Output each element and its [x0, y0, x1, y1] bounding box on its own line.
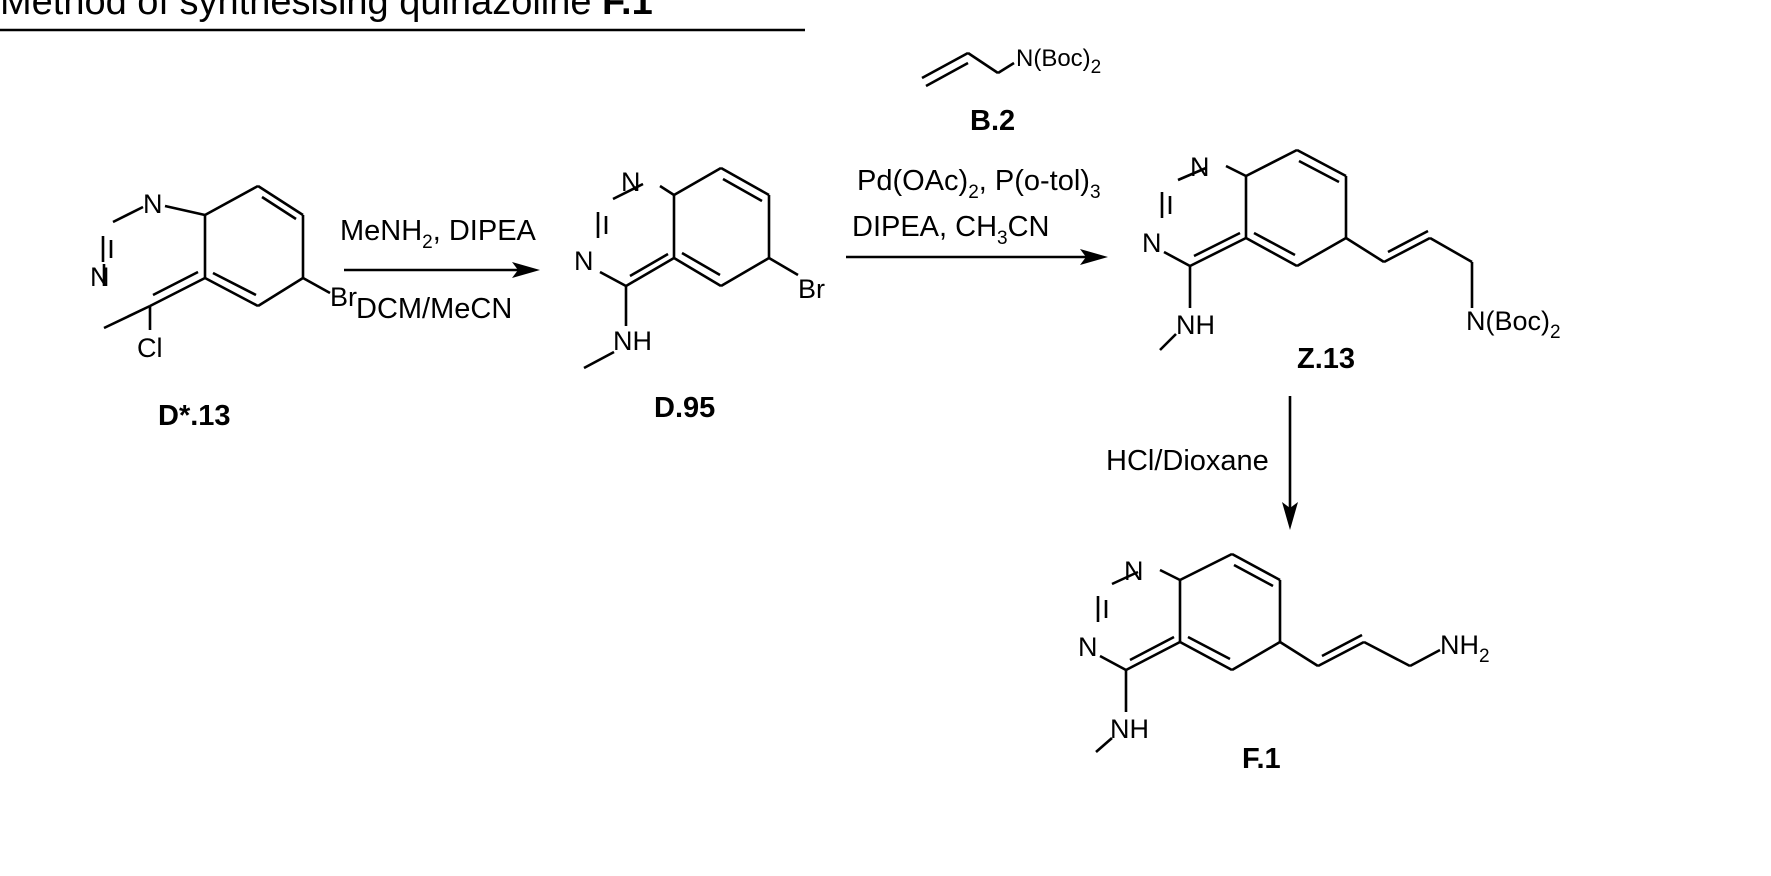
compound-label-z-13: Z.13 [1297, 343, 1355, 375]
step1-reagents: MeNH2, DIPEA [340, 215, 537, 253]
atom-nh: NH [1176, 310, 1215, 340]
molecule-b-2: N(Boc)2 B.2 [922, 45, 1101, 137]
compound-label-f-1: F.1 [1242, 743, 1281, 775]
atom-nboc2: N(Boc)2 [1466, 306, 1561, 343]
atom-nh: NH [613, 326, 652, 356]
atom-n1: N [1190, 152, 1210, 182]
molecule-d-star-13: N N Br Cl D*.13 [90, 186, 357, 432]
title-text: Method of synthesising quinazoline [0, 0, 602, 23]
step3-reagent: HCl/Dioxane [1106, 445, 1269, 477]
atom-nh2: NH2 [1440, 630, 1490, 667]
step2-base-solvent: DIPEA, CH3CN [852, 211, 1050, 249]
title-compound: F.1 [602, 0, 653, 23]
atom-n1: N [1124, 556, 1144, 586]
reaction-arrow-step1: MeNH2, DIPEA DCM/MeCN [340, 215, 540, 325]
atom-br: Br [798, 274, 825, 304]
scheme-title: Method of synthesising quinazoline F.1 [0, 0, 805, 30]
atom-n3: N [1078, 632, 1098, 662]
molecule-f-1: N N NH NH2 F.1 [1078, 554, 1490, 775]
atom-n3: N [1142, 228, 1162, 258]
atom-cl: Cl [137, 333, 163, 363]
atom-br: Br [330, 282, 357, 312]
reaction-arrow-step2: Pd(OAc)2, P(o-tol)3 DIPEA, CH3CN [846, 165, 1108, 265]
svg-text:Method of synthesising quinazo: Method of synthesising quinazoline F.1 [0, 0, 653, 23]
compound-label-b-2: B.2 [970, 105, 1015, 137]
atom-n1: N [143, 189, 163, 219]
reaction-arrow-step3: HCl/Dioxane [1106, 396, 1298, 530]
compound-label-d-95: D.95 [654, 392, 715, 424]
step2-catalyst: Pd(OAc)2, P(o-tol)3 [857, 165, 1101, 203]
atom-nboc2: N(Boc)2 [1016, 45, 1101, 78]
step1-solvent: DCM/MeCN [356, 293, 512, 325]
molecule-z-13: N N NH N(Boc)2 Z.13 [1142, 150, 1561, 375]
compound-label-d-star-13: D*.13 [158, 400, 231, 432]
atom-n3: N [90, 262, 110, 292]
molecule-d-95: N N Br NH D.95 [574, 167, 825, 424]
atom-n3: N [574, 246, 594, 276]
atom-n1: N [621, 167, 641, 197]
atom-nh: NH [1110, 714, 1149, 744]
